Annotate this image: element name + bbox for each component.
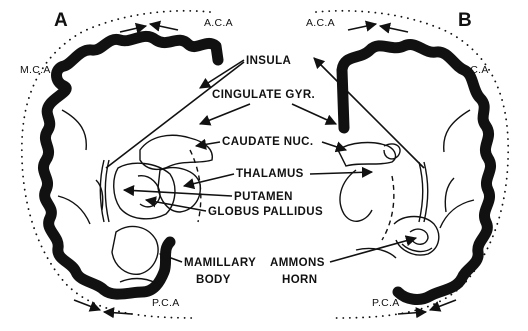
ammons-label-line1: AMMONS — [270, 257, 325, 269]
aca-label-left: A.C.A — [204, 17, 233, 29]
hippocampus-inner — [410, 229, 428, 244]
panel-label-b: B — [458, 10, 472, 31]
sulcus-left-2 — [58, 196, 90, 224]
pointer-caudate-left — [196, 142, 220, 146]
mamillary-label-line2: BODY — [196, 274, 231, 286]
pointer-cingulate-right — [292, 104, 336, 124]
pointer-thalamus-left — [184, 174, 234, 186]
hippocampus-curl — [402, 244, 432, 251]
arrow-pca-right-2 — [398, 312, 426, 314]
sulcus-right-1 — [444, 110, 470, 152]
caudate-right — [338, 143, 395, 166]
pointer-insula-right — [318, 62, 424, 168]
mca-label-right: M.C.A — [458, 64, 489, 76]
pointer-insula-right-head — [314, 58, 318, 62]
pca-label-left: P.C.A — [152, 297, 180, 309]
pointer-insula-left — [200, 60, 244, 88]
mamillary-left — [112, 226, 158, 274]
hemisphere-a — [22, 11, 218, 318]
pointer-caudate-right — [322, 142, 346, 150]
pointer-thalamus-right — [310, 172, 372, 174]
panel-label-a: A — [54, 10, 68, 31]
arrow-aca-left — [150, 24, 178, 30]
arrow-aca-right — [348, 24, 376, 30]
mca-label-left: M.C.A — [20, 64, 51, 76]
cortex-left — [43, 36, 218, 294]
hippocampus-outer — [394, 217, 439, 256]
arrow-aca-left-2 — [120, 26, 146, 32]
thalamus-right — [340, 170, 372, 221]
caudate-label: CAUDATE NUC. — [222, 136, 313, 148]
aca-label-right: A.C.A — [306, 17, 335, 29]
mamillary-label-line1: MAMILLARY — [184, 257, 256, 269]
arrow-pca-left — [74, 300, 100, 310]
arrow-aca-right-2 — [380, 26, 408, 32]
pca-label-right: P.C.A — [372, 297, 400, 309]
ammons-label-line2: HORN — [282, 274, 317, 286]
globus-pallidus-label: GLOBUS PALLIDUS — [208, 206, 323, 218]
arrow-pca-left-2 — [104, 312, 132, 314]
ventricle-dash-left — [190, 150, 201, 222]
insula-label: INSULA — [246, 55, 291, 67]
ventricle-dash-right — [382, 176, 394, 240]
pointer-cingulate-left — [200, 104, 250, 124]
sulcus-right-3 — [445, 178, 454, 212]
cingulate-label: CINGULATE GYR. — [212, 89, 315, 101]
thalamus-label: THALAMUS — [236, 168, 304, 180]
hemisphere-b — [316, 11, 508, 318]
putamen-label: PUTAMEN — [234, 191, 293, 203]
insula-line-right — [419, 162, 428, 222]
pointer-putamen — [124, 190, 232, 196]
sulcus-left-1 — [62, 110, 86, 150]
territory-dots-left — [22, 11, 210, 318]
